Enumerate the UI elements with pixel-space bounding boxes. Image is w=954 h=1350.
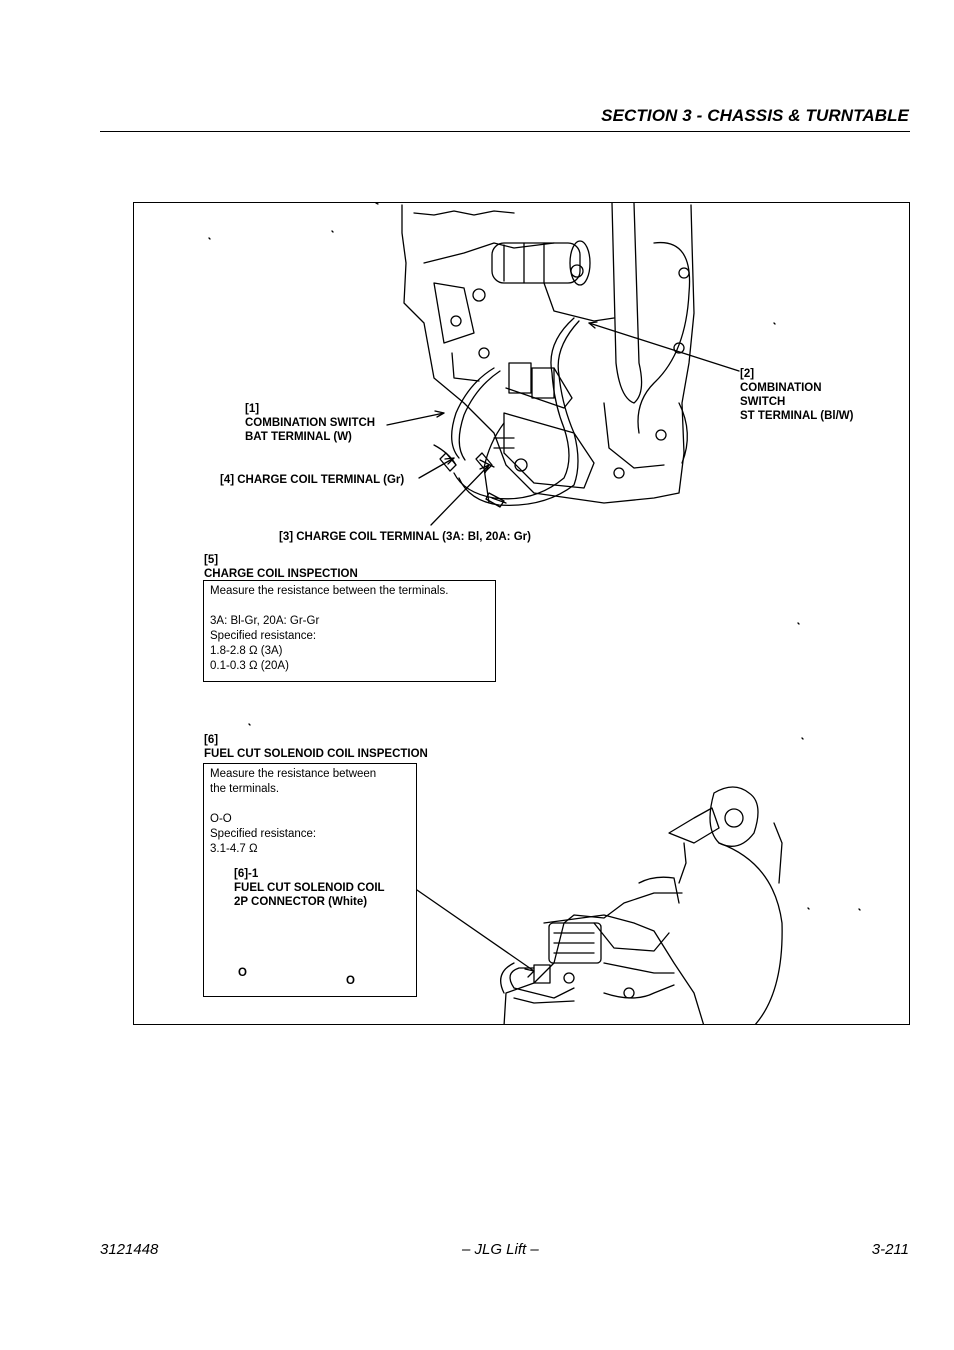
charge-coil-line1: Measure the resistance between the termi… <box>210 585 449 597</box>
callout-1-line1: COMBINATION SWITCH <box>245 417 376 429</box>
doc-number: 3121448 <box>100 1241 159 1258</box>
callout-6-1-number: [6]-1 <box>234 868 259 880</box>
callout-2-line3: ST TERMINAL (Bl/W) <box>740 410 854 422</box>
callout-6-number: [6] <box>204 734 219 746</box>
callout-6-1-line2: 2P CONNECTOR (White) <box>234 896 368 908</box>
charge-coil-line5: 0.1-0.3 Ω (20A) <box>210 660 289 672</box>
fuel-cut-inspection-box: Measure the resistance between the termi… <box>203 763 417 997</box>
callout-2-line2: SWITCH <box>740 396 786 408</box>
terminal-left-label: O <box>238 967 247 979</box>
fuel-cut-line3: O-O <box>210 813 232 825</box>
callout-2-line1: COMBINATION <box>740 382 822 394</box>
charge-coil-inspection-box: Measure the resistance between the termi… <box>203 580 496 682</box>
callout-5-heading: [5] CHARGE COIL INSPECTION <box>204 553 358 581</box>
fuel-cut-line4: Specified resistance: <box>210 828 317 840</box>
fuel-cut-line5: 3.1-4.7 Ω <box>210 843 258 855</box>
callout-3: [3] CHARGE COIL TERMINAL (3A: Bl, 20A: G… <box>279 531 531 543</box>
fuel-cut-line1: Measure the resistance between <box>210 768 377 780</box>
page-number: 3-211 <box>871 1241 909 1258</box>
engine-illustration <box>208 203 861 1024</box>
charge-coil-line2: 3A: Bl-Gr, 20A: Gr-Gr <box>210 615 320 627</box>
figure-frame: [1] COMBINATION SWITCH BAT TERMINAL (W) … <box>133 202 910 1025</box>
callout-6-title: FUEL CUT SOLENOID COIL INSPECTION <box>204 748 428 760</box>
callout-2: [2] COMBINATION SWITCH ST TERMINAL (Bl/W… <box>740 367 854 423</box>
header-rule <box>100 131 910 132</box>
publisher: – JLG Lift – <box>462 1241 539 1258</box>
callout-1-number: [1] <box>245 403 260 415</box>
callout-6-1-line1: FUEL CUT SOLENOID COIL <box>234 882 385 894</box>
callout-6-1: [6]-1 FUEL CUT SOLENOID COIL 2P CONNECTO… <box>234 867 385 909</box>
callout-6-heading: [6] FUEL CUT SOLENOID COIL INSPECTION <box>204 733 428 761</box>
callout-1: [1] COMBINATION SWITCH BAT TERMINAL (W) <box>245 402 375 444</box>
callout-1-line2: BAT TERMINAL (W) <box>245 431 352 443</box>
section-title: SECTION 3 - CHASSIS & TURNTABLE <box>601 106 909 125</box>
charge-coil-line4: 1.8-2.8 Ω (3A) <box>210 645 283 657</box>
callout-2-number: [2] <box>740 368 755 380</box>
fuel-cut-line2: the terminals. <box>210 783 280 795</box>
charge-coil-line3: Specified resistance: <box>210 630 317 642</box>
callout-5-number: [5] <box>204 554 219 566</box>
callout-5-title: CHARGE COIL INSPECTION <box>204 568 358 580</box>
terminal-right-label: O <box>346 975 355 987</box>
callout-4: [4] CHARGE COIL TERMINAL (Gr) <box>220 474 405 486</box>
